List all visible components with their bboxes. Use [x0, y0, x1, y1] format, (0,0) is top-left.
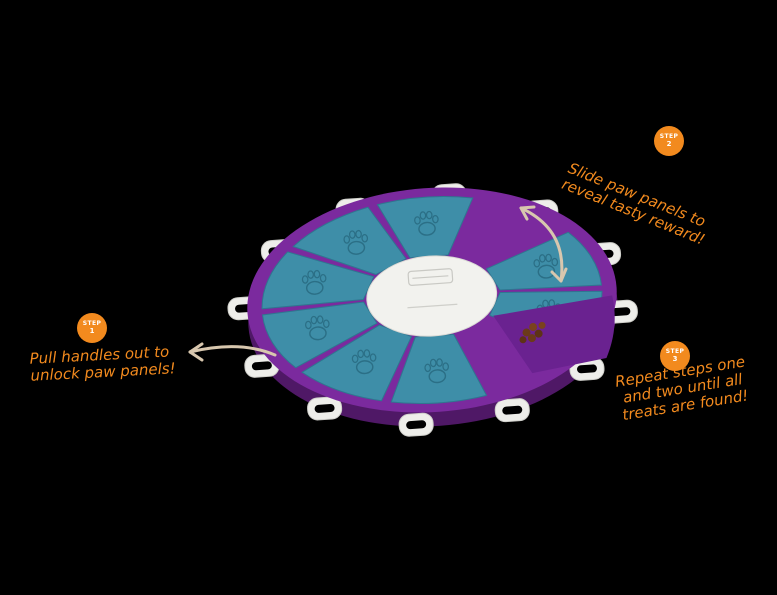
- step-2-label: STEP: [659, 133, 679, 140]
- pull-handle: [397, 412, 435, 438]
- step-3-label: STEP: [665, 348, 685, 355]
- paw-panel: [301, 324, 413, 402]
- step-2-number: 2: [666, 140, 672, 148]
- double-arrow-icon: [519, 205, 568, 283]
- step-3-number: 3: [672, 355, 678, 363]
- paw-panel: [261, 251, 375, 310]
- treat-compartment: [493, 295, 615, 374]
- step-2-badge: STEP 2: [654, 126, 684, 156]
- step-1-badge: STEP 1: [77, 313, 107, 343]
- step-3-badge: STEP 3: [660, 341, 690, 371]
- step-1-label: STEP: [82, 320, 102, 327]
- pull-handle: [494, 397, 531, 423]
- paw-panel: [376, 196, 474, 259]
- step-1-number: 1: [89, 327, 95, 335]
- center-disc: [366, 255, 497, 337]
- paw-panel: [390, 333, 488, 404]
- curved-arrow-icon: [188, 342, 277, 362]
- logo-mark: [407, 268, 454, 286]
- paw-panel: [261, 301, 378, 369]
